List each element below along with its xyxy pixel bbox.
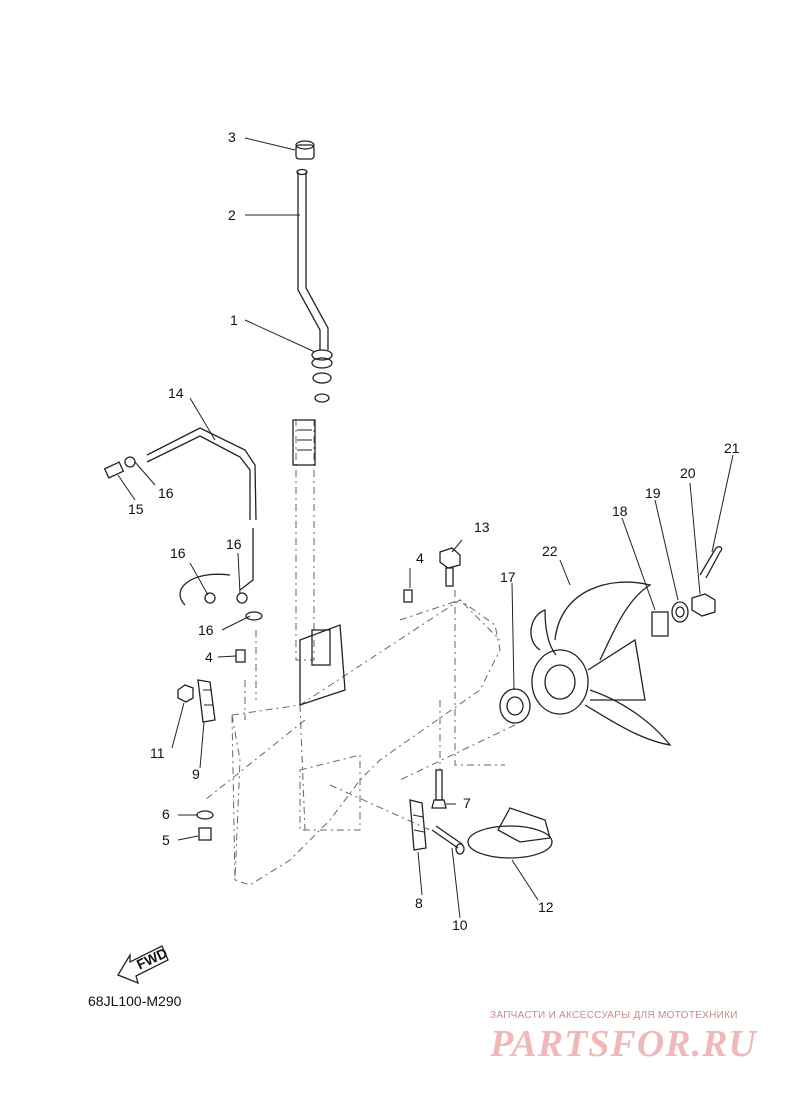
callout-13: 13 [474,519,490,535]
callout-9: 9 [192,766,200,782]
grommet-top [295,140,315,160]
callout-4b: 4 [205,649,213,665]
callout-11: 11 [150,745,165,761]
callout-1: 1 [230,312,238,328]
callout-4a: 4 [416,550,424,566]
callout-20: 20 [680,465,696,481]
callout-18: 18 [612,503,628,519]
bolt-7 [431,769,447,809]
fwd-arrow-icon: FWD [117,945,170,985]
callout-10: 10 [452,917,468,933]
callout-12: 12 [538,899,554,915]
callout-5: 5 [162,832,170,848]
callout-17: 17 [500,569,516,585]
callout-15: 15 [128,501,144,517]
grommet-bottom [311,349,333,403]
diagram-code: 68JL100-M290 [88,993,182,1009]
hose-clamp-15 [103,456,136,479]
watermark-tagline: ЗАПЧАСТИ И АКСЕССУАРЫ ДЛЯ МОТОТЕХНИКИ [490,1010,738,1021]
callout-2: 2 [228,207,236,223]
callout-6: 6 [162,806,170,822]
callout-14: 14 [168,385,184,401]
hose-clamp-16 [204,592,263,621]
callout-16c: 16 [226,536,242,552]
anode-8 [409,799,427,851]
drive-shaft [292,419,331,666]
dowel-pin-4 [235,589,413,663]
callout-8: 8 [415,895,423,911]
callout-16b: 16 [170,545,186,561]
washer-19 [671,601,689,623]
nut-20 [691,593,716,617]
cotter-pin-21 [699,546,723,579]
nut-11 [177,684,194,703]
callout-7: 7 [463,795,471,811]
callout-19: 19 [645,485,661,501]
callout-16a: 16 [158,485,174,501]
spacer-18 [651,611,669,637]
trim-tab-12 [467,807,553,859]
water-tube [296,168,329,350]
callout-22: 22 [542,543,558,559]
watermark-brand: PARTSFOR.RU [490,1023,757,1065]
callout-numbers: 3 2 1 14 16 15 16 16 16 4 4 13 11 9 6 5 … [128,129,740,933]
propeller-22 [530,581,672,746]
callout-3: 3 [228,129,236,145]
bolt-13 [439,547,461,587]
lower-unit-housing [231,599,501,886]
bolt-10 [431,825,465,855]
leader-lines [117,137,734,919]
thrust-washer-17 [499,688,531,724]
hose [146,427,257,606]
callout-16d: 16 [198,622,214,638]
callout-21: 21 [724,440,740,456]
anode-9 [197,679,216,723]
bolt-5-washer-6 [196,810,214,841]
